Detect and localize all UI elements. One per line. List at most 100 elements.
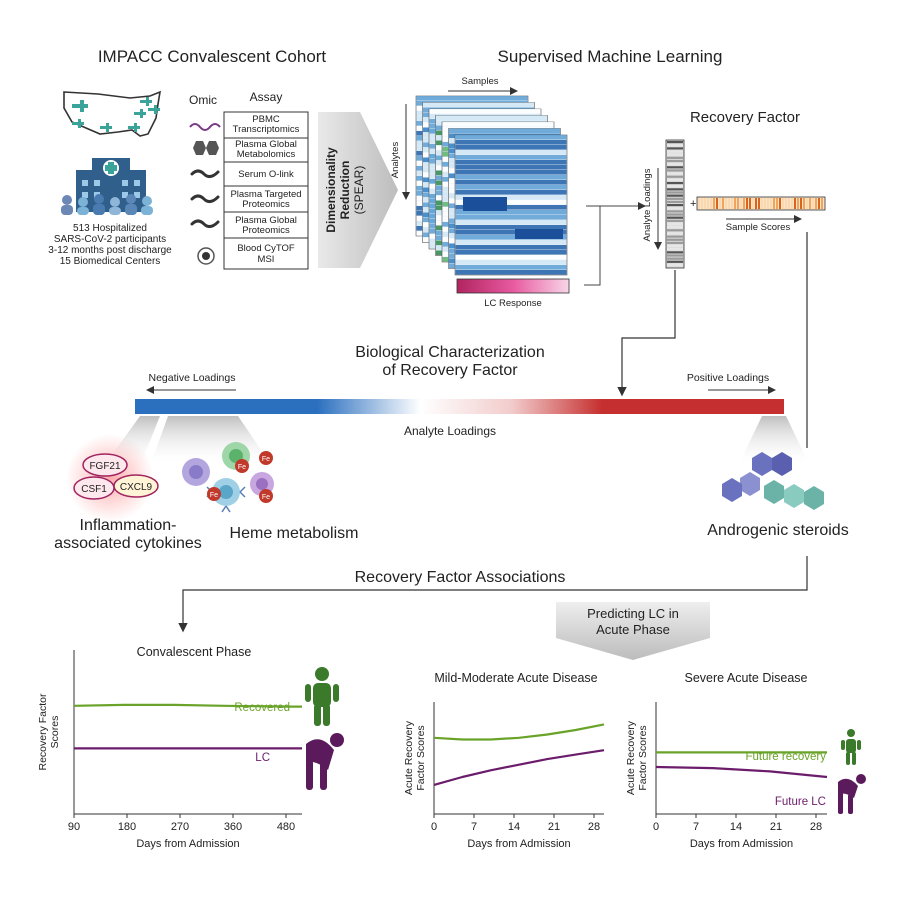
stat-line: 15 Biomedical Centers: [60, 256, 161, 267]
dim-red-label: (SPEAR): [352, 166, 366, 215]
heatmap-stack: [415, 95, 568, 276]
predicting-label: Acute Phase: [596, 622, 670, 637]
series-label: Future recovery: [745, 751, 826, 763]
y-axis-label: Recovery Factor: [37, 693, 49, 771]
analyte-loadings-column: [665, 139, 685, 269]
x-tick-label: 480: [277, 821, 295, 833]
assay-table: PBMC Transcriptomics Plasma Global Metab…: [223, 111, 309, 270]
x-tick-label: 270: [171, 821, 189, 833]
associations-title: Recovery Factor Associations: [355, 569, 566, 586]
lc-person-icon: [306, 733, 344, 790]
rna-icon: [189, 123, 221, 131]
spotlight-mid: [150, 416, 272, 466]
recovery-factor-title: Recovery Factor: [690, 109, 800, 126]
y-axis-label: Acute Recovery: [625, 720, 637, 795]
sample-scores-row: [696, 196, 826, 211]
assay-label: Blood CyTOF: [237, 243, 295, 254]
analyte-loadings-label: Analyte Loadings: [642, 168, 653, 241]
spotlight-right: [738, 416, 810, 466]
series-line: [73, 703, 302, 708]
cohort-stats: 513 Hospitalized SARS-CoV-2 participants…: [48, 223, 172, 267]
fe-badges: Fe Fe Fe Fe: [207, 451, 273, 503]
x-tick-label: 180: [118, 821, 136, 833]
x-tick-label: 21: [770, 821, 782, 833]
bio-title: of Recovery Factor: [382, 362, 518, 379]
metabolite-icon: [193, 141, 219, 155]
y-axis-label: Scores: [49, 716, 61, 749]
dim-red-label: Reduction: [338, 161, 352, 220]
fe-label: Fe: [238, 464, 246, 471]
x-axis-label: Days from Admission: [467, 838, 570, 850]
y-axis-label: Acute Recovery: [403, 720, 415, 795]
assay-label: Proteomics: [242, 225, 290, 236]
predicting-arrow: Predicting LC in Acute Phase: [556, 602, 710, 660]
series-line: [655, 765, 828, 779]
assay-label: Proteomics: [242, 199, 290, 210]
x-tick-label: 0: [653, 821, 659, 833]
assay-label: Transcriptomics: [233, 124, 300, 135]
cytokines-illustration: FGF21 CSF1 CXCL9: [66, 434, 159, 522]
cytokine-label: CXCL9: [120, 482, 153, 493]
sample-scores-label: Sample Scores: [726, 222, 791, 233]
stat-line: SARS-CoV-2 participants: [54, 234, 166, 245]
dim-red-label: Dimensionality: [324, 147, 338, 233]
series-label: Future LC: [775, 796, 826, 808]
y-axis-label: Factor Scores: [637, 725, 649, 790]
assay-label: Serum O-link: [238, 169, 294, 180]
group-androgenic-label: Androgenic steroids: [707, 522, 848, 539]
lc-response-label: LC Response: [484, 298, 542, 309]
series-line: [433, 749, 605, 786]
future-recovery-person-icon: [841, 729, 861, 765]
cytokine-label: FGF21: [89, 461, 121, 472]
x-tick-label: 14: [508, 821, 520, 833]
dimensionality-reduction-arrow: Dimensionality Reduction (SPEAR): [318, 112, 398, 268]
lc-to-factor-connector: [584, 205, 601, 286]
associations-connector: [178, 556, 808, 633]
scores-stripes: [698, 198, 823, 209]
stat-line: 3-12 months post discharge: [48, 245, 172, 256]
hospital-icon: [61, 158, 153, 215]
protein-icon: [190, 194, 220, 204]
future-lc-person-icon: [838, 774, 866, 814]
x-tick-label: 0: [431, 821, 437, 833]
loadings-stripes: [667, 141, 683, 267]
x-tick-label: 90: [68, 821, 80, 833]
group-inflammation-label: associated cytokines: [54, 535, 202, 552]
bio-title: Biological Characterization: [355, 344, 544, 361]
protein-icon: [190, 169, 220, 179]
x-tick-label: 7: [693, 821, 699, 833]
analytes-label: Analytes: [390, 142, 401, 179]
x-tick-label: 14: [730, 821, 742, 833]
assay-label: MSI: [258, 254, 275, 265]
cytokine-label: CSF1: [81, 484, 107, 495]
series-label: LC: [255, 752, 270, 764]
heatmap-panel: [454, 134, 568, 276]
omic-header: Omic: [189, 93, 217, 107]
samples-label: Samples: [462, 76, 499, 87]
lc-response-bar: LC Response: [456, 278, 570, 309]
recovered-person-icon: [305, 667, 339, 726]
x-tick-label: 7: [471, 821, 477, 833]
fe-label: Fe: [262, 456, 270, 463]
analyte-loadings-axis-label: Analyte Loadings: [404, 424, 496, 438]
x-axis-label: Days from Admission: [690, 838, 793, 850]
x-tick-label: 28: [810, 821, 822, 833]
assay-label: Metabolomics: [237, 149, 296, 160]
x-tick-label: 21: [548, 821, 560, 833]
x-tick-label: 360: [224, 821, 242, 833]
assay-header: Assay: [250, 90, 283, 104]
assay-label: Plasma Global: [235, 139, 297, 150]
assay-label: Plasma Global: [235, 215, 297, 226]
cell-icon: [197, 247, 215, 265]
steroid-molecule-illustration: [722, 452, 824, 510]
stat-line: 513 Hospitalized: [73, 223, 147, 234]
predicting-label: Predicting LC in: [587, 606, 679, 621]
series-label: Recovered: [234, 702, 290, 714]
y-axis-label: Factor Scores: [415, 725, 427, 790]
positive-loadings-label: Positive Loadings: [687, 372, 769, 384]
protein-icon: [190, 219, 220, 229]
